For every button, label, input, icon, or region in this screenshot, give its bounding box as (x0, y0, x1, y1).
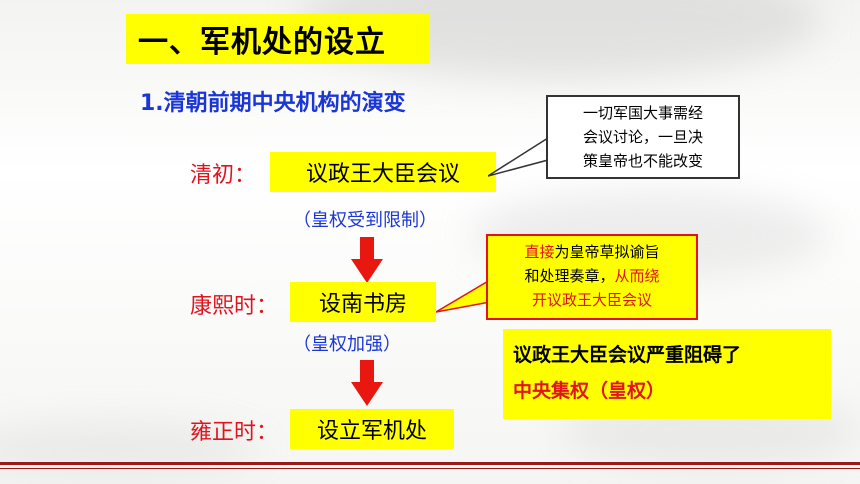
power-strengthened-note: （皇权加强） (293, 334, 401, 355)
power-limited-note: （皇权受到限制） (293, 210, 437, 231)
callout-red-text: 开议政王大臣会议 (531, 291, 652, 309)
section-title: 一、军机处的设立 (126, 14, 430, 64)
south-study-note-callout: 直接为皇帝草拟谕旨 和处理奏章，从而绕 开议政王大臣会议 (486, 234, 698, 320)
council-box: 议政王大臣会议 (270, 152, 496, 192)
summary-box: 议政王大臣会议严重阻碍了 中央集权（皇权） (503, 329, 831, 419)
callout-line: 会议讨论，一旦决 (582, 128, 703, 146)
down-arrow-icon (351, 360, 383, 406)
south-study-box: 设南书房 (290, 282, 436, 322)
down-arrow-icon (351, 237, 383, 283)
callout-line: 一切军国大事需经 (582, 104, 703, 122)
callout-line: 策皇帝也不能改变 (582, 152, 703, 170)
subtitle: 1.清朝前期中央机构的演变 (140, 91, 406, 116)
bottom-rule (0, 468, 860, 469)
callout-red-text: 直接 (524, 243, 555, 261)
era-label-early-qing: 清初： (190, 163, 257, 188)
bottom-rule (0, 462, 860, 465)
summary-line: 议政王大臣会议严重阻碍了 (513, 344, 742, 366)
era-label-kangxi: 康熙时： (190, 294, 279, 319)
callout-red-text: 从而绕 (614, 267, 660, 285)
callout-text: 和处理奏章， (524, 267, 615, 285)
council-note-callout: 一切军国大事需经 会议讨论，一旦决 策皇帝也不能改变 (546, 95, 740, 179)
grand-council-box: 设立军机处 (290, 409, 454, 449)
ink-wash (0, 420, 260, 480)
summary-line-red: 中央集权（皇权） (513, 380, 666, 402)
callout-text: 为皇帝草拟谕旨 (554, 243, 660, 261)
era-label-yongzheng: 雍正时： (190, 420, 279, 445)
